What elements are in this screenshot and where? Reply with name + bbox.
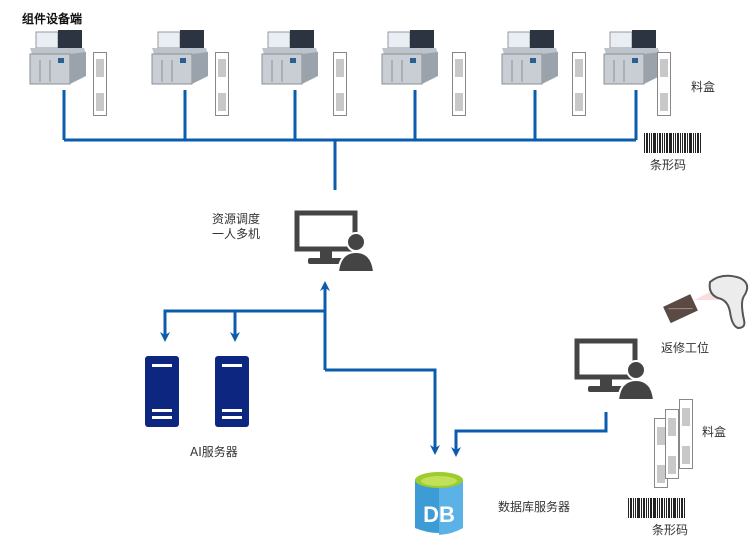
assembly-machine-icon bbox=[380, 30, 438, 86]
repair-operator-monitor-icon bbox=[574, 338, 656, 401]
repair-barcode-icon bbox=[628, 498, 686, 518]
material-box-icon bbox=[452, 52, 466, 116]
assembly-machine-icon bbox=[260, 30, 318, 86]
assembly-machine-icon bbox=[150, 30, 208, 86]
top-material-box-label: 料盒 bbox=[691, 80, 716, 94]
assembly-machine-icon bbox=[500, 30, 558, 86]
scheduler-label-2: 一人多机 bbox=[212, 227, 261, 241]
device-group-title: 组件设备端 bbox=[22, 12, 83, 26]
material-box-icon bbox=[333, 52, 347, 116]
material-box-icon bbox=[657, 52, 671, 116]
material-box-icon bbox=[215, 52, 229, 116]
assembly-machine-icon bbox=[602, 30, 660, 86]
ai-server-1-icon bbox=[145, 356, 179, 427]
db-icon-text: DB bbox=[423, 502, 455, 527]
top-barcode-icon bbox=[644, 133, 702, 153]
scheduler-to-db bbox=[325, 368, 440, 455]
database-icon: DB bbox=[415, 472, 463, 535]
ai-server-label: AI服务器 bbox=[190, 445, 238, 459]
repair-material-box-2 bbox=[665, 409, 679, 479]
repair-material-box-3 bbox=[679, 399, 693, 469]
database-label: 数据库服务器 bbox=[498, 500, 571, 514]
assembly-machine-icon bbox=[28, 30, 86, 86]
operator-monitor-icon bbox=[294, 210, 376, 273]
top-barcode-label: 条形码 bbox=[650, 158, 687, 172]
material-box-icon bbox=[93, 52, 107, 116]
material-box-icon bbox=[572, 52, 586, 116]
ai-branch bbox=[160, 309, 325, 342]
barcode-scanner-icon bbox=[663, 274, 749, 330]
repair-material-box-label: 料盒 bbox=[702, 425, 727, 439]
repair-station-label: 返修工位 bbox=[661, 341, 710, 355]
scheduler-label-1: 资源调度 bbox=[212, 212, 261, 226]
repair-barcode-label: 条形码 bbox=[652, 523, 689, 537]
ai-server-2-icon bbox=[215, 356, 249, 427]
repair-to-db bbox=[451, 412, 608, 457]
